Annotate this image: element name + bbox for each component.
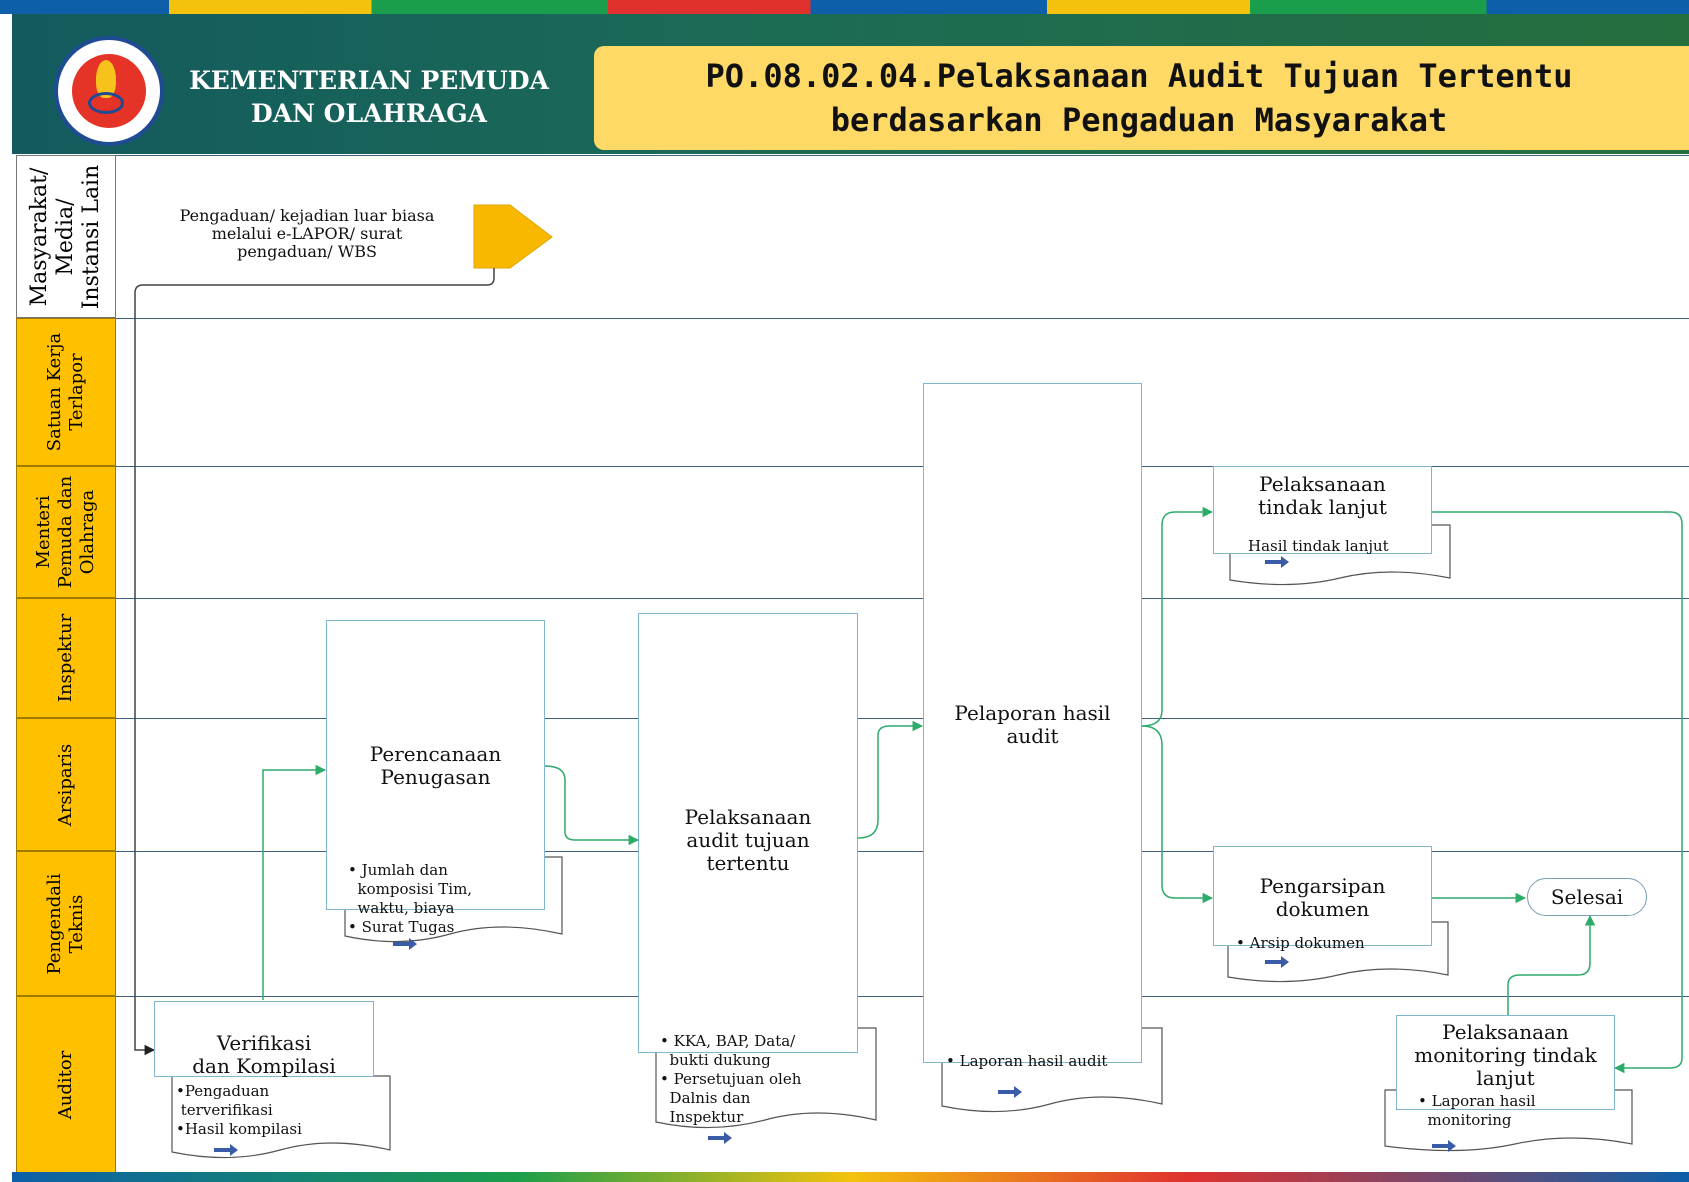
doc-text-pengarsipan: • Arsip dokumen xyxy=(1236,934,1365,952)
doc-verifikasi xyxy=(171,1075,391,1159)
lane-divider xyxy=(116,718,1689,719)
page-title: PO.08.02.04.Pelaksanaan Audit Tujuan Ter… xyxy=(705,57,1573,139)
step-pelaporan: Pelaporan hasil audit xyxy=(923,383,1142,1063)
lane-divider xyxy=(116,851,1689,852)
step-monitoring: Pelaksanaan monitoring tindak lanjut xyxy=(1396,1015,1615,1110)
lane-divider xyxy=(116,155,1689,156)
step-pelaksanaan-audit: Pelaksanaan audit tujuan tertentu xyxy=(638,613,858,1053)
title-panel: PO.08.02.04.Pelaksanaan Audit Tujuan Ter… xyxy=(594,46,1689,150)
step-verifikasi: Verifikasi dan Kompilasi xyxy=(154,1001,374,1078)
step-pengarsipan: Pengarsipan dokumen xyxy=(1213,846,1432,946)
step-perencanaan: Perencanaan Penugasan xyxy=(326,620,545,910)
lane-auditor: Auditor xyxy=(16,996,116,1174)
lane-arsiparis: Arsiparis xyxy=(16,718,116,851)
lane-divider xyxy=(116,996,1689,997)
lane-pengendali: Pengendali Teknis xyxy=(16,851,116,996)
doc-text-perencanaan: • Jumlah dan komposisi Tim, waktu, biaya… xyxy=(348,861,473,936)
bottom-color-stripe xyxy=(12,1172,1689,1182)
lane-divider xyxy=(116,318,1689,319)
lane-menteri: Menteri Pemuda dan Olahraga xyxy=(16,466,116,598)
doc-text-pelaksanaan: • KKA, BAP, Data/ bukti dukung • Persetu… xyxy=(660,1032,802,1126)
start-event-text: Pengaduan/ kejadian luar biasa melalui e… xyxy=(179,206,435,261)
start-event-shape xyxy=(473,204,553,269)
doc-text-pelaporan: • Laporan hasil audit xyxy=(946,1052,1108,1070)
doc-text-tindak-lanjut: Hasil tindak lanjut xyxy=(1248,537,1389,555)
ministry-name: KEMENTERIAN PEMUDA DAN OLAHRAGA xyxy=(189,66,549,128)
lane-divider xyxy=(116,598,1689,599)
step-tindak-lanjut: Pelaksanaan tindak lanjut xyxy=(1213,466,1432,554)
doc-text-verifikasi: •Pengaduan terverifikasi •Hasil kompilas… xyxy=(176,1082,302,1138)
header-banner: KEMENTERIAN PEMUDA DAN OLAHRAGA PO.08.02… xyxy=(12,14,1689,154)
lane-satuan-kerja: Satuan Kerja Terlapor xyxy=(16,318,116,466)
doc-text-monitoring: • Laporan hasil monitoring xyxy=(1418,1092,1536,1129)
ministry-logo xyxy=(54,36,164,146)
top-color-stripe xyxy=(0,0,1689,14)
lane-masyarakat: Masyarakat/ Media/ Instansi Lain xyxy=(16,155,116,318)
lane-inspektur: Inspektur xyxy=(16,598,116,718)
doc-arrow-icons xyxy=(214,556,1456,1156)
end-event-selesai: Selesai xyxy=(1527,878,1647,916)
lane-divider xyxy=(116,466,1689,467)
